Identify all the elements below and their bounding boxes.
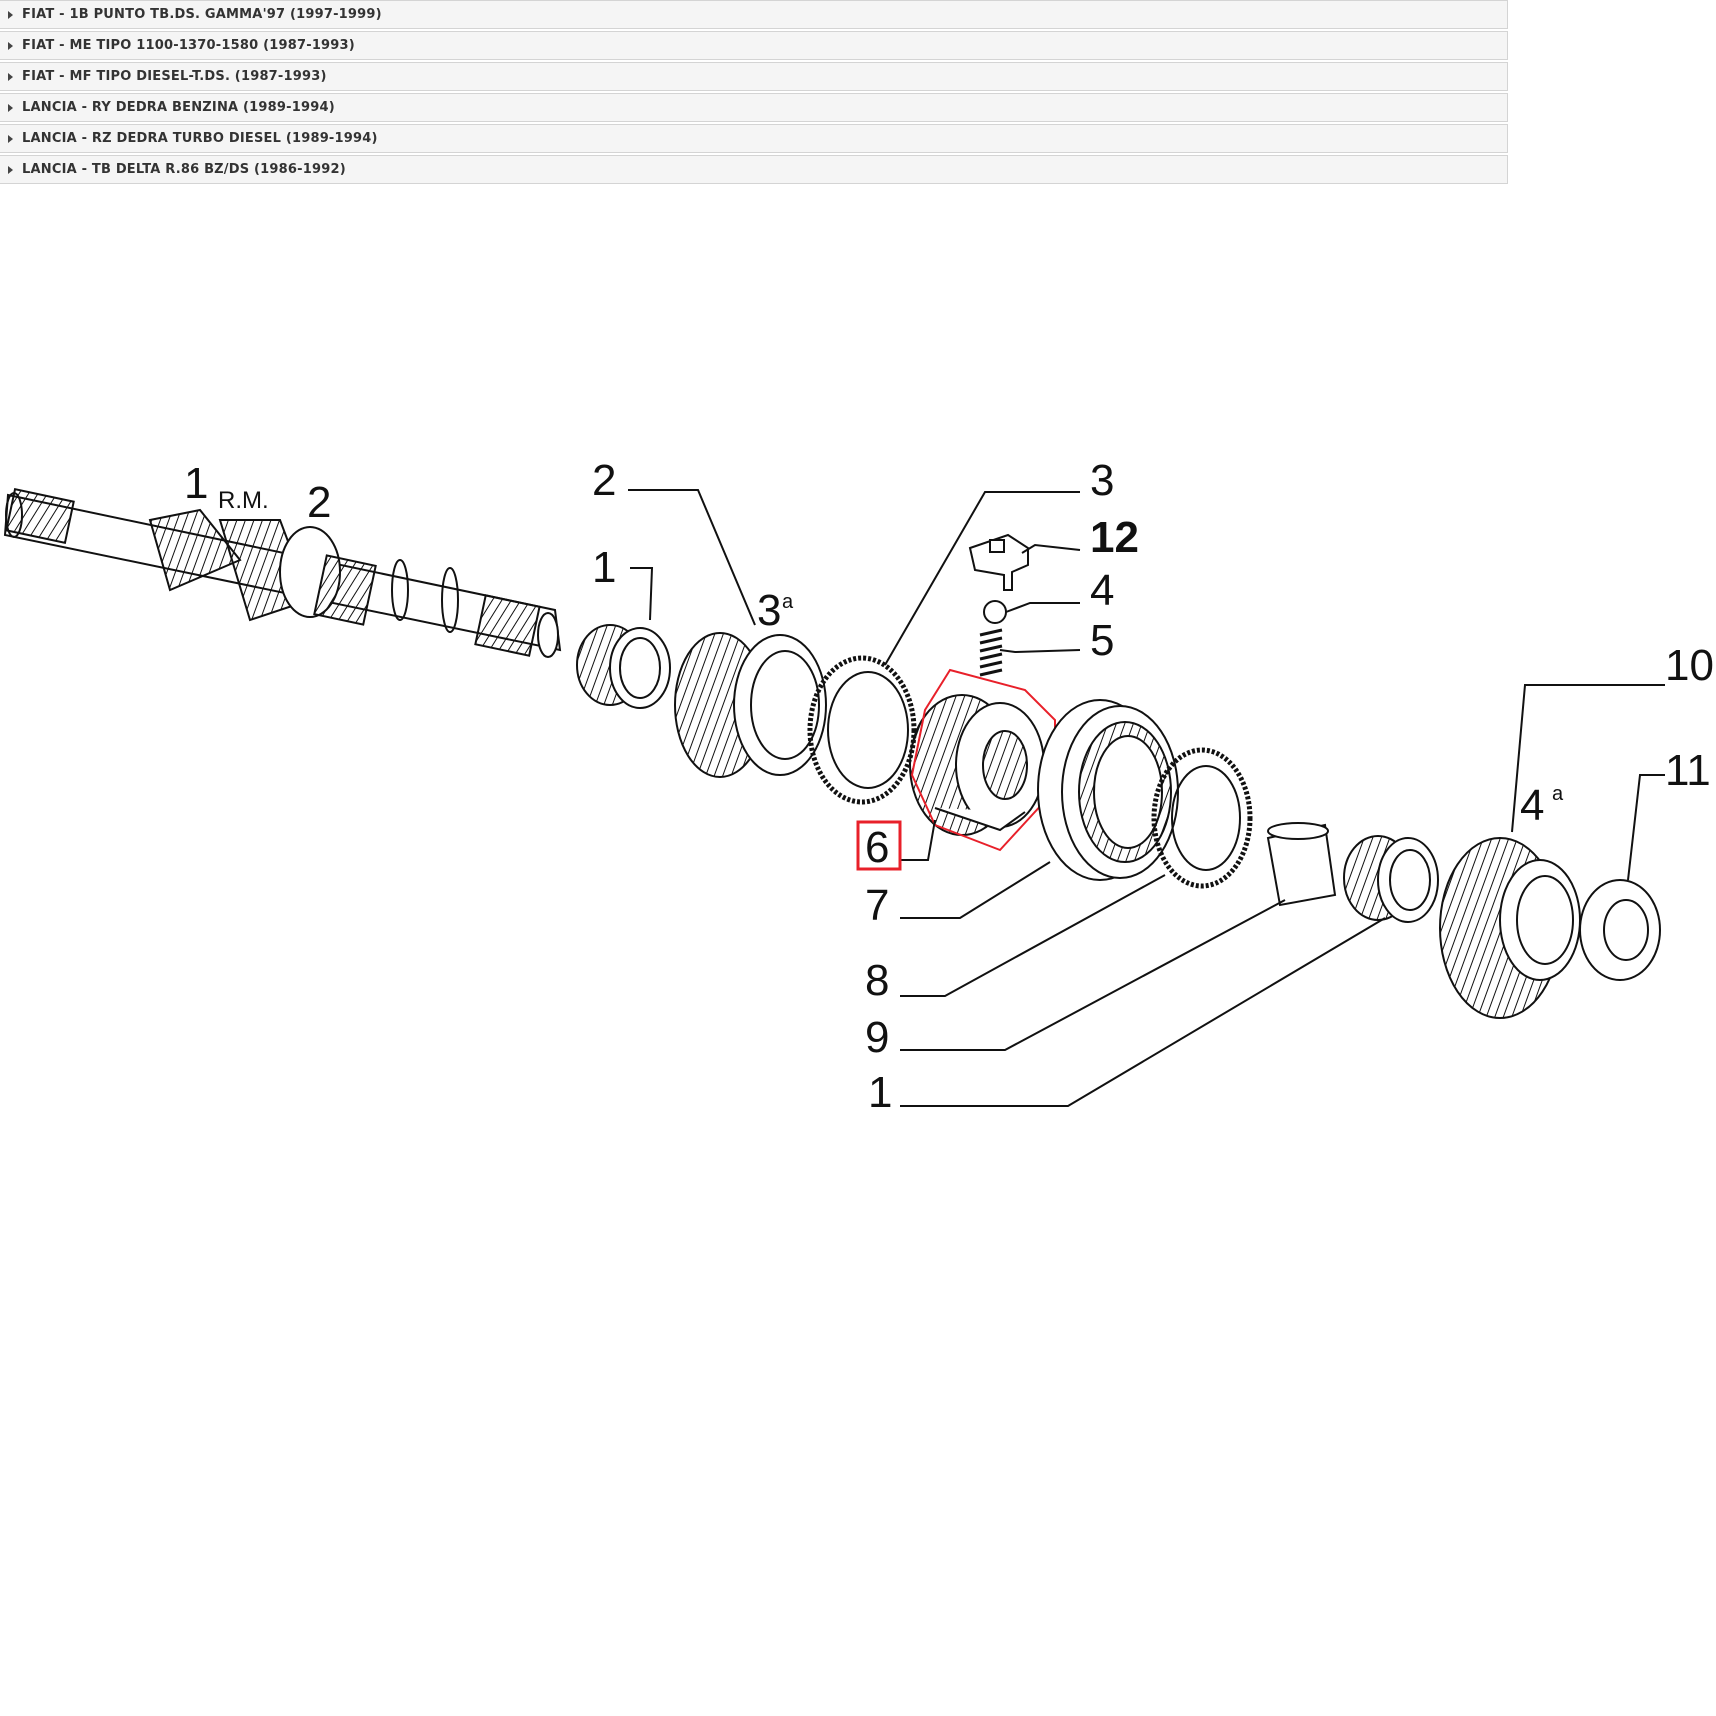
needle-bearing-2 — [1343, 835, 1439, 923]
third-gear — [674, 632, 827, 778]
detent-ball — [983, 600, 1007, 624]
callout-gear-3a: 3 — [757, 586, 781, 635]
detent-spring — [979, 628, 1003, 677]
callout-spring-5: 5 — [1090, 616, 1114, 665]
callout-gear-2: 2 — [592, 456, 616, 505]
expand-triangle-icon — [8, 103, 13, 112]
callout-bearing-1: 1 — [592, 543, 616, 592]
model-label: FIAT - MF TIPO DIESEL-T.DS. (1987-1993) — [22, 69, 327, 84]
model-label: LANCIA - RY DEDRA BENZINA (1989-1994) — [22, 100, 335, 115]
model-row[interactable]: FIAT - MF TIPO DIESEL-T.DS. (1987-1993) — [0, 62, 1508, 91]
model-row[interactable]: LANCIA - RZ DEDRA TURBO DIESEL (1989-199… — [0, 124, 1508, 153]
callout-key-12: 12 — [1090, 513, 1139, 562]
sliding-sleeve — [1037, 699, 1179, 881]
model-row[interactable]: FIAT - ME TIPO 1100-1370-1580 (1987-1993… — [0, 31, 1508, 60]
leader-lines — [628, 489, 1665, 1107]
expand-triangle-icon — [8, 165, 13, 174]
sliding-key — [968, 533, 1029, 591]
spacer-bush — [1266, 822, 1337, 907]
synchro-hub — [909, 694, 1045, 836]
callout-bush-9: 9 — [865, 1013, 889, 1062]
callout-shaft-2: 2 — [307, 478, 331, 527]
callout-shaft-1: 1 — [184, 459, 208, 508]
model-row[interactable]: LANCIA - TB DELTA R.86 BZ/DS (1986-1992) — [0, 155, 1508, 184]
callout-bearing-1b: 1 — [868, 1068, 892, 1117]
model-label: LANCIA - RZ DEDRA TURBO DIESEL (1989-199… — [22, 131, 378, 146]
callout-labels: 1 R.M. 2 1 2 3 a 3 12 4 5 6 7 8 9 1 10 4… — [184, 456, 1714, 1117]
callout-gear-4a-sup: a — [1552, 783, 1564, 805]
expand-triangle-icon — [8, 41, 13, 50]
callout-ring-8: 8 — [865, 956, 889, 1005]
main-shaft — [3, 488, 562, 658]
expand-triangle-icon — [8, 134, 13, 143]
callout-shaft-rm: R.M. — [218, 487, 269, 514]
model-label: FIAT - 1B PUNTO TB.DS. GAMMA'97 (1997-19… — [22, 7, 382, 22]
synchro-ring-4 — [1151, 747, 1253, 889]
callout-ball-4: 4 — [1090, 566, 1114, 615]
fourth-gear — [1439, 837, 1581, 1019]
model-label: FIAT - ME TIPO 1100-1370-1580 (1987-1993… — [22, 38, 355, 53]
callout-ring-3: 3 — [1090, 456, 1114, 505]
callout-sleeve-7: 7 — [865, 881, 889, 930]
callout-washer-11: 11 — [1665, 746, 1711, 795]
expand-triangle-icon — [8, 10, 13, 19]
callout-gear-3a-sup: a — [782, 591, 794, 613]
needle-bearing — [576, 624, 671, 709]
callout-hub-6: 6 — [865, 823, 889, 872]
highlight-outline — [910, 668, 1056, 852]
model-label: LANCIA - TB DELTA R.86 BZ/DS (1986-1992) — [22, 162, 346, 177]
synchro-ring — [807, 655, 917, 805]
exploded-parts-diagram: 1 R.M. 2 1 2 3 a 3 12 4 5 6 7 8 9 1 10 4… — [3, 456, 1714, 1117]
callout-gear-10: 10 — [1665, 641, 1714, 690]
model-list: FIAT - 1B PUNTO TB.DS. GAMMA'97 (1997-19… — [0, 0, 1508, 186]
highlight-box — [856, 820, 902, 871]
thrust-washer — [1579, 879, 1661, 981]
model-row[interactable]: LANCIA - RY DEDRA BENZINA (1989-1994) — [0, 93, 1508, 122]
model-row[interactable]: FIAT - 1B PUNTO TB.DS. GAMMA'97 (1997-19… — [0, 0, 1508, 29]
expand-triangle-icon — [8, 72, 13, 81]
callout-gear-4a: 4 — [1520, 781, 1544, 830]
